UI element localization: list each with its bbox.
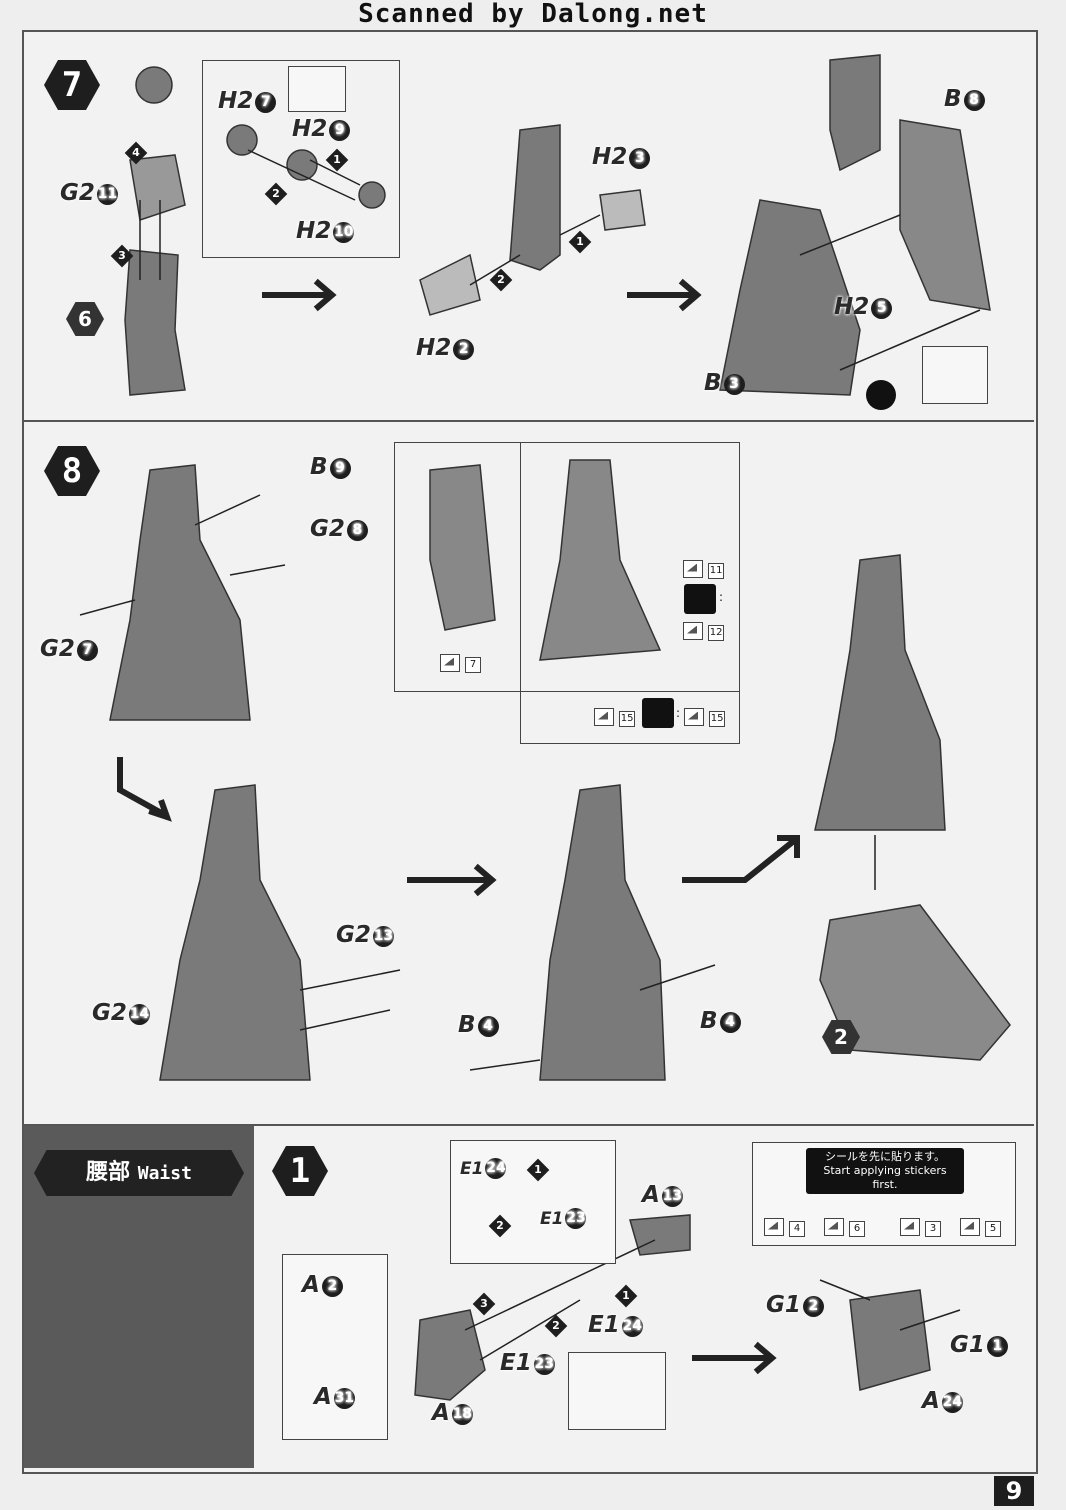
flow-arrow bbox=[407, 863, 497, 897]
sticker-15b: 15 bbox=[684, 706, 726, 727]
order-marker-1: 1 bbox=[325, 148, 349, 172]
sticker-6: 6 bbox=[824, 1216, 866, 1237]
sticker-icon bbox=[900, 1217, 920, 1236]
order-marker-2: 2 bbox=[264, 182, 288, 206]
divider-step8-waist bbox=[24, 1124, 1034, 1126]
flow-arrow bbox=[682, 835, 800, 883]
sticker-icon bbox=[764, 1217, 784, 1236]
order-marker-w1a: 1 bbox=[526, 1158, 550, 1182]
order-marker-w2a: 2 bbox=[488, 1214, 512, 1238]
detail-box-e1-assembled bbox=[568, 1352, 666, 1430]
circle-icon bbox=[866, 380, 896, 410]
sticker-icon bbox=[683, 559, 703, 578]
knee-part-drawing bbox=[129, 154, 186, 221]
thigh-drawing bbox=[509, 124, 561, 271]
leg-part-drawing bbox=[124, 249, 186, 396]
joint-drawing bbox=[135, 66, 173, 104]
detail-joint-box bbox=[922, 346, 988, 404]
sticker-colon-2: : bbox=[676, 706, 681, 720]
sticker-icon bbox=[684, 707, 704, 726]
order-marker-2b: 2 bbox=[489, 268, 513, 292]
order-marker-w2b: 2 bbox=[544, 1314, 568, 1338]
order-marker-1b: 1 bbox=[568, 230, 592, 254]
detail-box-hand bbox=[202, 60, 400, 258]
sticker-7: 7 bbox=[440, 652, 482, 673]
order-marker-3: 3 bbox=[110, 244, 134, 268]
sticker-icon bbox=[960, 1217, 980, 1236]
detail-box-e1 bbox=[450, 1140, 616, 1264]
order-marker-4: 4 bbox=[124, 141, 148, 165]
sticker-note: シールを先に貼ります。Start applying stickers first… bbox=[806, 1148, 964, 1194]
order-marker-w3: 3 bbox=[472, 1292, 496, 1316]
scan-credit: Scanned by Dalong.net bbox=[358, 0, 708, 29]
skirt-drawing bbox=[719, 199, 861, 396]
sticker-5: 5 bbox=[960, 1216, 1002, 1237]
sticker-icon bbox=[683, 621, 703, 640]
sticker-icon bbox=[440, 653, 460, 672]
detail-thumb bbox=[288, 66, 346, 112]
step-badge-waist-1: 1 bbox=[272, 1146, 328, 1196]
step-badge-7: 7 bbox=[44, 60, 100, 110]
sticker-colon-1: : bbox=[719, 590, 724, 604]
sticker-3: 3 bbox=[900, 1216, 942, 1237]
flow-arrow bbox=[117, 757, 172, 822]
order-marker-w1b: 1 bbox=[614, 1284, 638, 1308]
flow-arrow bbox=[627, 278, 702, 312]
flip-symbol-icon-2 bbox=[642, 698, 674, 728]
waist-section-title: 腰部 Waist bbox=[34, 1150, 244, 1196]
sticker-12: 12 bbox=[683, 620, 725, 641]
page-number: 9 bbox=[994, 1476, 1034, 1506]
divider-step7-step8 bbox=[24, 420, 1034, 422]
sticker-icon bbox=[594, 707, 614, 726]
sticker-icon bbox=[824, 1217, 844, 1236]
flow-arrow bbox=[262, 278, 337, 312]
step-badge-8: 8 bbox=[44, 446, 100, 496]
sticker-4: 4 bbox=[764, 1216, 806, 1237]
sticker-detail-box-2 bbox=[520, 442, 740, 744]
flow-arrow bbox=[692, 1341, 777, 1375]
sticker-11: 11 bbox=[683, 558, 725, 579]
flip-symbol-icon bbox=[684, 584, 716, 614]
sticker-15a: 15 bbox=[594, 706, 636, 727]
